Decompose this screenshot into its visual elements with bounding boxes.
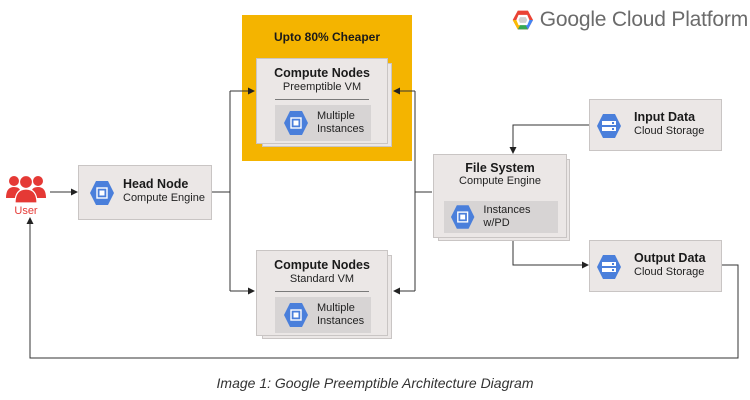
output-data-text: Output Data Cloud Storage bbox=[634, 252, 706, 279]
cloud-storage-icon bbox=[597, 255, 621, 279]
output-data-subtitle: Cloud Storage bbox=[634, 266, 705, 278]
gcp-hexagon-icon bbox=[512, 10, 534, 30]
head-node-card: Head Node Compute Engine bbox=[78, 165, 212, 220]
compute-engine-icon bbox=[284, 303, 308, 327]
compute-engine-icon bbox=[450, 205, 475, 229]
preemptible-title: Compute Nodes bbox=[274, 66, 370, 80]
preemptible-instances-box: Multiple Instances bbox=[275, 105, 371, 141]
preemptible-inner-line2: Instances bbox=[317, 123, 365, 135]
file-system-card: File System Compute Engine Instances w/P… bbox=[433, 154, 567, 238]
input-data-subtitle: Cloud Storage bbox=[634, 125, 705, 137]
input-data-card: Input Data Cloud Storage bbox=[589, 99, 722, 151]
file-system-instances-box: Instances w/PD bbox=[444, 201, 558, 233]
standard-instances-box: Multiple Instances bbox=[275, 297, 371, 333]
input-data-text: Input Data Cloud Storage bbox=[634, 111, 704, 138]
arrow-input-to-fs bbox=[509, 124, 589, 154]
file-system-title: File System bbox=[465, 161, 535, 175]
preemptible-instances-text: Multiple Instances bbox=[317, 110, 364, 136]
file-system-instances-text: Instances w/PD bbox=[483, 204, 531, 229]
users-icon bbox=[6, 174, 46, 204]
head-node-title: Head Node bbox=[123, 177, 189, 191]
standard-title: Compute Nodes bbox=[274, 258, 370, 272]
file-system-subtitle: Compute Engine bbox=[459, 175, 541, 187]
standard-inner-line1: Multiple bbox=[317, 302, 355, 314]
head-node-subtitle: Compute Engine bbox=[123, 192, 205, 204]
head-node-text: Head Node Compute Engine bbox=[123, 178, 205, 205]
standard-subtitle: Standard VM bbox=[289, 273, 355, 285]
standard-inner-line2: Instances bbox=[317, 315, 365, 327]
input-data-title: Input Data bbox=[634, 110, 696, 124]
standard-instances-text: Multiple Instances bbox=[317, 302, 364, 328]
arrow-fs-to-output bbox=[512, 239, 589, 269]
user-label: User bbox=[14, 205, 38, 217]
highlight-label: Upto 80% Cheaper bbox=[273, 30, 381, 44]
standard-divider bbox=[275, 291, 369, 292]
gcp-logo: Google Cloud Platform bbox=[512, 5, 748, 35]
cloud-storage-icon bbox=[597, 114, 621, 138]
compute-engine-icon bbox=[284, 111, 308, 135]
user-actor: User bbox=[5, 172, 47, 220]
output-data-title: Output Data bbox=[634, 251, 706, 265]
gcp-logo-text: Google Cloud Platform bbox=[539, 8, 748, 31]
preemptible-subtitle: Preemptible VM bbox=[282, 81, 362, 93]
preemptible-divider bbox=[275, 99, 369, 100]
output-data-card: Output Data Cloud Storage bbox=[589, 240, 722, 292]
compute-nodes-preemptible-card: Compute Nodes Preemptible VM Multiple In… bbox=[256, 58, 388, 144]
diagram-caption: Image 1: Google Preemptible Architecture… bbox=[216, 375, 534, 391]
compute-nodes-standard-card: Compute Nodes Standard VM Multiple Insta… bbox=[256, 250, 388, 336]
arrow-output-to-user bbox=[26, 217, 739, 359]
compute-engine-icon bbox=[90, 181, 114, 205]
preemptible-inner-line1: Multiple bbox=[317, 110, 355, 122]
